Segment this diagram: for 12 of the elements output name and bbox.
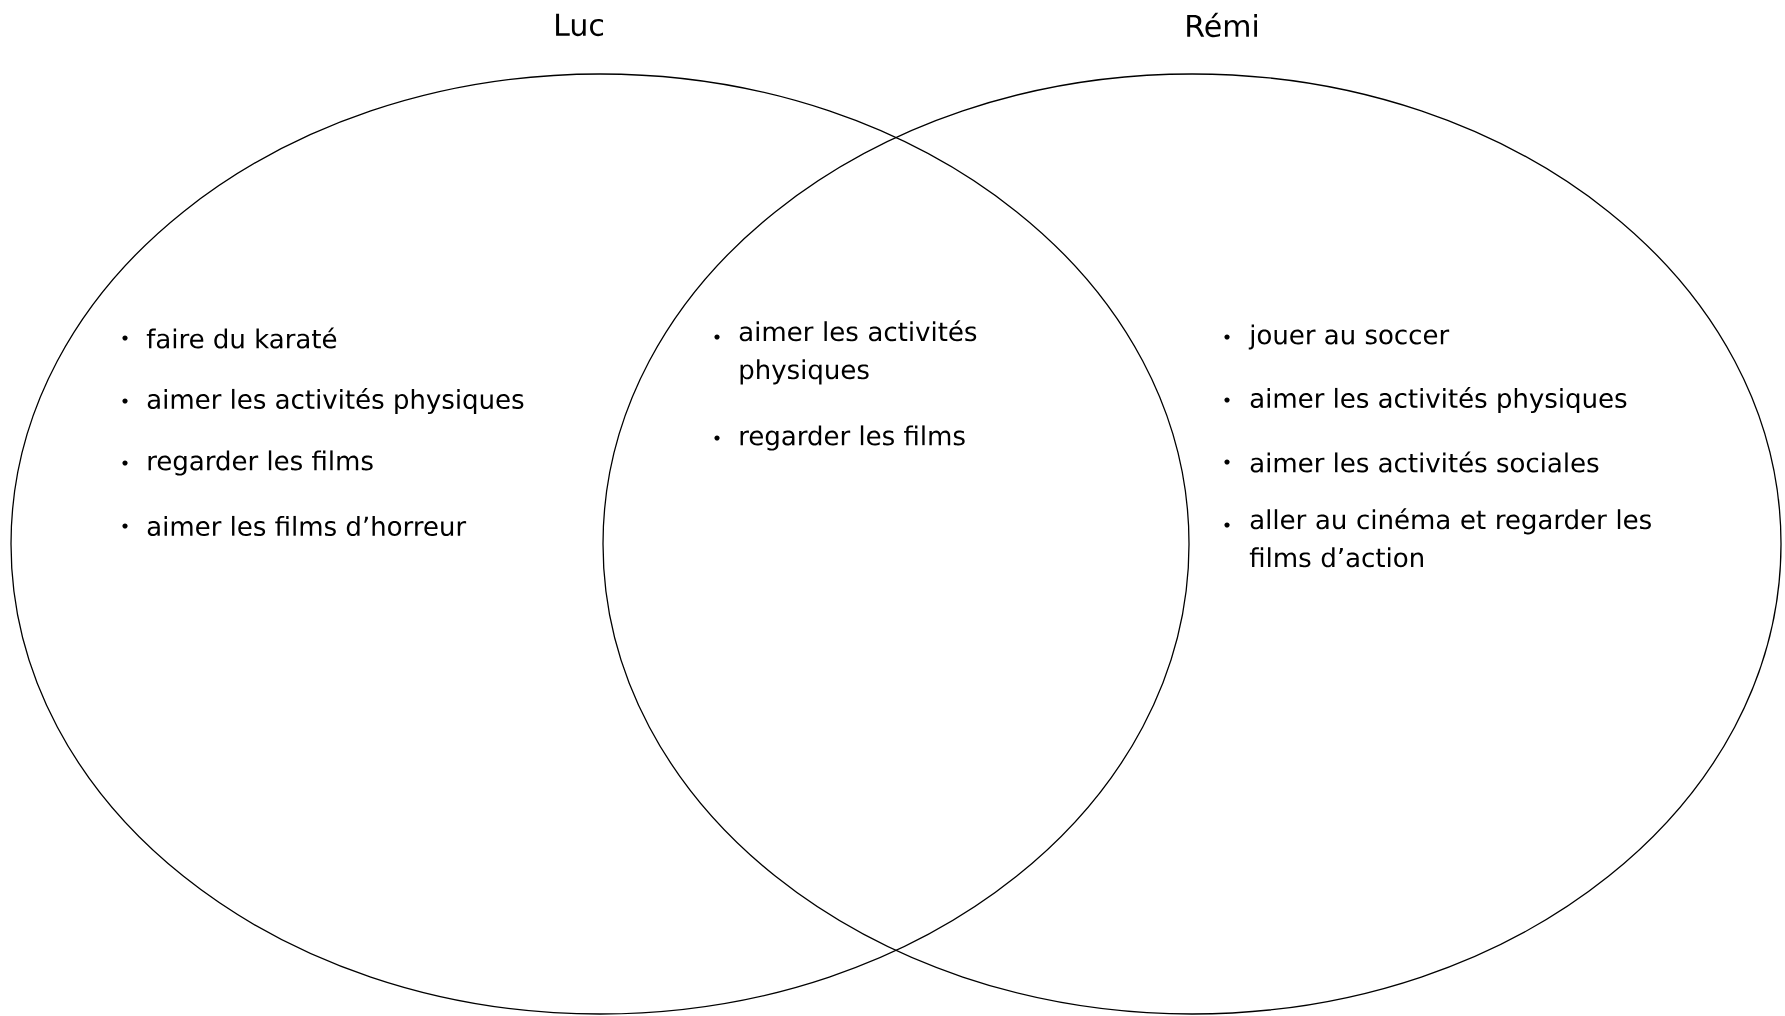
list-item: aimer les films d’horreur [122,515,467,537]
list-item: aimer les activités physiques [1224,386,1627,414]
list-item: regarder les films [122,450,373,476]
list-item: jouer au soccer [1224,324,1450,350]
set-title: Luc [556,13,603,37]
list-item: aimer les activités sociales [1224,451,1599,473]
list-item: aimer les activités physiques [122,387,524,415]
set-title: Rémi [1187,12,1257,38]
list-item: aimer les activités physiques [714,320,977,385]
list-item: aller au cinéma et regarder les films d’action [1224,508,1651,568]
list-item: regarder les films [714,425,965,451]
list-item: faire du karaté [122,327,337,349]
